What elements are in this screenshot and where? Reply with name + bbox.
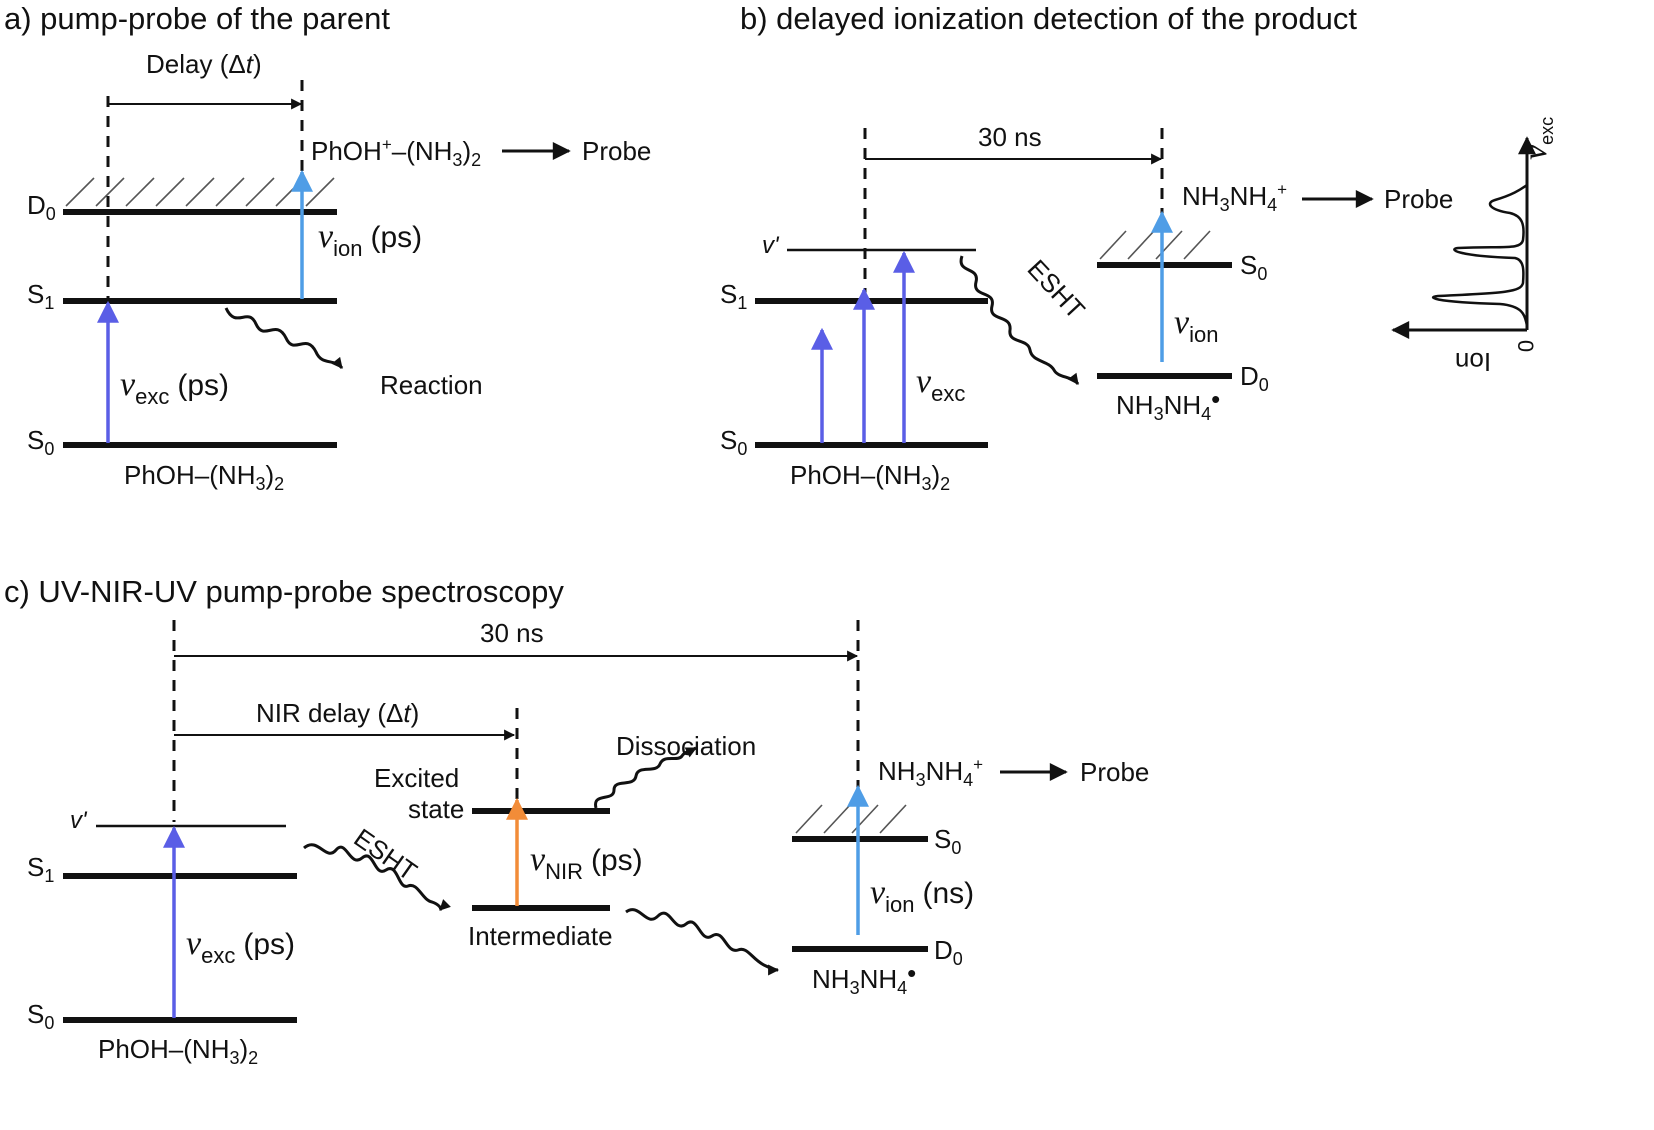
nu-ion-label-b: νion: [1174, 304, 1218, 347]
s0-label-b: S0: [720, 425, 747, 459]
probe-label-a: Probe: [582, 136, 651, 166]
esht-label-b: ESHT: [1022, 254, 1091, 325]
intermediate-label-c: Intermediate: [468, 921, 613, 951]
s0-label-a: S0: [27, 425, 54, 459]
excited-state-label2-c: state: [408, 794, 464, 824]
s1-label-c: S1: [27, 852, 54, 886]
panel-a: a) pump-probe of the parent Delay (Δt) D…: [4, 1, 651, 494]
dissociation-wiggle-arrow-c: [594, 746, 697, 809]
esht-wiggle-arrow-b: [959, 255, 1080, 386]
long-delay-label-c: 30 ns: [480, 618, 544, 648]
delay-label-b: 30 ns: [978, 122, 1042, 152]
d0-label-a: D0: [27, 190, 56, 224]
nu-exc-label-c: νexc(ps): [186, 925, 295, 968]
parent-cation-label-a: PhOH+–(NH3)2: [311, 135, 481, 170]
parent-molecule-label-b: PhOH–(NH3)2: [790, 460, 950, 494]
panel-a-title: a) pump-probe of the parent: [4, 1, 390, 36]
spectrum-y-axis-label: νexc: [1517, 117, 1557, 160]
panel-c: c) UV-NIR-UV pump-probe spectroscopy 30 …: [4, 574, 1149, 1068]
delay-label-a: Delay (Δt): [146, 49, 262, 79]
v-prime-label-c: v': [70, 807, 88, 834]
nu-ion-label-a: νion(ps): [318, 218, 422, 261]
nu-nir-label-c: νNIR(ps): [530, 841, 643, 884]
probe-label-b: Probe: [1384, 184, 1453, 214]
probe-label-c: Probe: [1080, 757, 1149, 787]
product-d0-label-c: D0: [934, 935, 963, 969]
dissociation-label-c: Dissociation: [616, 731, 756, 761]
product-radical-label-c: NH3NH4•: [812, 958, 916, 998]
s1-label-b: S1: [720, 279, 747, 313]
s1-label-a: S1: [27, 279, 54, 313]
spectrum-x-axis-label: Ion: [1455, 347, 1491, 377]
ionization-continuum-hatch-b: [1099, 230, 1211, 260]
esht-label-c: ESHT: [349, 822, 423, 886]
nir-delay-label-c: NIR delay (Δt): [256, 698, 419, 728]
panel-c-title: c) UV-NIR-UV pump-probe spectroscopy: [4, 574, 564, 609]
panel-b-title: b) delayed ionization detection of the p…: [740, 1, 1357, 36]
product-s0-label-c: S0: [934, 824, 961, 858]
nu-ion-label-c: νion(ns): [870, 874, 974, 917]
spectrum-trace: [1431, 183, 1529, 327]
nu-exc-label-b: νexc: [916, 363, 965, 406]
reaction-wiggle-arrow-a: [224, 307, 344, 370]
s0-label-c: S0: [27, 999, 54, 1033]
product-s0-label-b: S0: [1240, 250, 1267, 284]
nu-exc-label-a: νexc(ps): [120, 366, 229, 409]
ionization-continuum-hatch-c: [795, 804, 907, 834]
product-d0-label-b: D0: [1240, 361, 1269, 395]
panel-b: b) delayed ionization detection of the p…: [720, 1, 1557, 494]
esht-wiggle-arrow-c: [303, 843, 451, 912]
product-radical-label-b: NH3NH4•: [1116, 384, 1220, 424]
product-cation-label-b: NH3NH4+: [1182, 180, 1287, 215]
ion-spectrum-inset: Ion 0 νexc: [1391, 117, 1557, 377]
parent-molecule-label-c: PhOH–(NH3)2: [98, 1034, 258, 1068]
product-cation-label-c: NH3NH4+: [878, 755, 983, 790]
excited-state-label-c: Excited: [374, 763, 459, 793]
spectrum-zero-label: 0: [1513, 340, 1538, 352]
reaction-label-a: Reaction: [380, 370, 483, 400]
relaxation-wiggle-arrow-c: [625, 908, 780, 976]
v-prime-label-b: v': [762, 232, 780, 259]
ionization-continuum-hatch-a: [65, 177, 335, 207]
parent-molecule-label-a: PhOH–(NH3)2: [124, 460, 284, 494]
